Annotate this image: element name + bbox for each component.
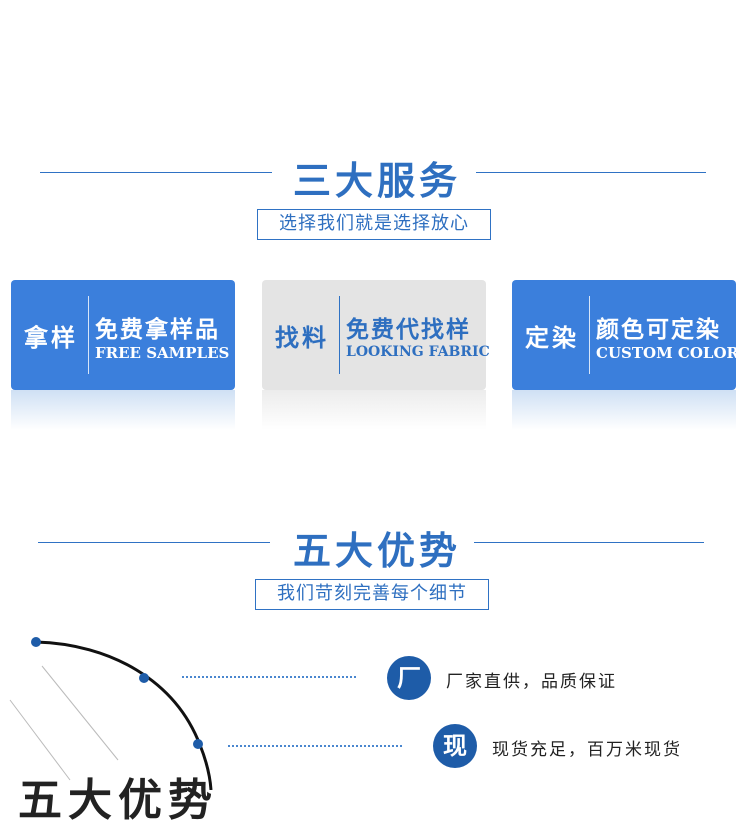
card-title-cn: 免费代找样	[346, 317, 471, 343]
section1-title: 三大服务	[292, 159, 461, 203]
advantage-text: 厂家直供，品质保证	[446, 672, 617, 692]
graphic-title: 五大优势	[18, 775, 218, 826]
factory-icon: 厂	[387, 656, 431, 700]
section2-left-rule	[38, 542, 270, 543]
card-title-cn: 颜色可定染	[596, 317, 721, 343]
arc-node-dot	[193, 739, 203, 749]
section2-right-rule	[474, 542, 704, 543]
arc-graphic	[9, 637, 213, 790]
section1-subtitle: 选择我们就是选择放心	[257, 209, 491, 240]
card-reflection	[11, 390, 235, 430]
card-title-en: CUSTOM COLOR	[596, 344, 739, 362]
arc-node-dot	[31, 637, 41, 647]
service-card-fabric[interactable]: 找料 免费代找样 LOOKING FABRIC	[262, 280, 490, 430]
section2-title: 五大优势	[292, 529, 461, 573]
section2-subtitle: 我们苛刻完善每个细节	[255, 579, 489, 610]
card-divider	[88, 296, 89, 374]
card-title-en: LOOKING FABRIC	[346, 344, 490, 360]
card-title-en: FREE SAMPLES	[95, 344, 230, 362]
section1-left-rule	[40, 172, 272, 173]
card-title-cn: 免费拿样品	[95, 317, 220, 343]
dotted-connector	[182, 676, 356, 678]
card-divider	[589, 296, 590, 374]
service-card-color[interactable]: 定染 颜色可定染 CUSTOM COLOR	[512, 280, 739, 430]
card-label: 找料	[275, 324, 329, 352]
card-divider	[339, 296, 340, 374]
service-card-samples[interactable]: 拿样 免费拿样品 FREE SAMPLES	[11, 280, 235, 430]
advantage-text: 现货充足，百万米现货	[492, 740, 682, 760]
dotted-connector	[228, 745, 402, 747]
stock-icon: 现	[433, 724, 477, 768]
card-label: 定染	[525, 324, 579, 352]
card-reflection	[262, 390, 486, 430]
card-label: 拿样	[24, 324, 78, 352]
card-reflection	[512, 390, 736, 430]
section1-right-rule	[476, 172, 706, 173]
arc-node-dot	[139, 673, 149, 683]
